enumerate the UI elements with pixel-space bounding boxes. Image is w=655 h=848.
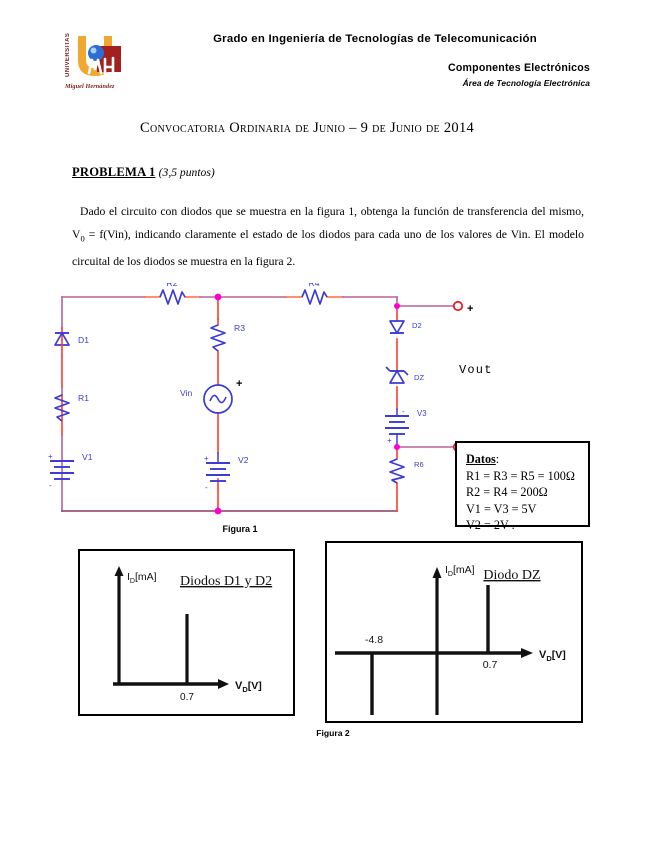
chart-title: Diodos D1 y D2 (180, 574, 272, 589)
resistor-r2: R2 (159, 283, 186, 305)
x-axis-label-sub: D (242, 685, 248, 694)
ac-source-vin-label: Vin (180, 388, 192, 398)
datos-title-row: Datos: (466, 451, 588, 468)
ac-source-polarity-plus: + (236, 378, 242, 390)
output-terminal-plus-label: + (467, 303, 473, 315)
problem-points: (3,5 puntos) (158, 166, 215, 179)
resistor-r6: R6 (389, 458, 424, 484)
node-dot-top-middle (214, 293, 222, 301)
header-degree-title: Grado en Ingeniería de Tecnologías de Te… (213, 33, 537, 45)
diode-d1: D1 (54, 332, 89, 357)
vout-label: Vout (459, 363, 493, 377)
datos-box: Datos: R1 = R3 = R5 = 100Ω R2 = R4 = 200… (455, 441, 590, 532)
datos-line-2: V1 = V3 = 5V (466, 501, 537, 516)
diode-d2-label: D2 (412, 321, 422, 330)
x-axis-arrow (218, 679, 229, 689)
zener-diode-dz: DZ (385, 366, 424, 384)
datos-title: Datos (466, 452, 496, 466)
header-department: Área de Tecnología Electrónica (462, 78, 590, 88)
circuit-schematic-figure1: R2 R4 R3 D1 R1 (40, 283, 620, 533)
resistor-r1: R1 (54, 393, 89, 422)
chart-diodo-dz: ID[mA] VD[V] -4.8 0.7 Diodo DZ (325, 541, 583, 723)
problem-statement-subscript: 0 (80, 233, 85, 244)
x-tick-0.7: 0.7 (180, 692, 194, 703)
resistor-r4-label: R4 (309, 283, 320, 288)
x-axis-label-sub: D (546, 654, 552, 663)
resistor-r3: R3 (210, 323, 245, 352)
diode-d1-label: D1 (78, 335, 89, 345)
header-course-title: Componentes Electrónicos (448, 62, 590, 74)
logo-universitas-text: UNIVERSITAS (65, 32, 71, 78)
zener-diode-dz-label: DZ (414, 373, 424, 382)
chart-title: Diodo DZ (483, 568, 540, 583)
x-tick-breakdown: -4.8 (365, 634, 383, 646)
x-axis-label-symbol: V (539, 649, 547, 661)
node-dot-vout-plus (394, 303, 400, 309)
x-axis-arrow (521, 648, 533, 658)
battery-v3-minus: - (402, 407, 405, 416)
x-axis-label-unit: [V] (552, 649, 566, 661)
y-axis-label-unit: [mA] (135, 571, 157, 583)
battery-v3: - + V3 (385, 407, 427, 445)
battery-v1-label: V1 (82, 452, 93, 462)
node-dot-bottom-middle (214, 507, 222, 515)
battery-v1-minus: - (49, 481, 52, 490)
resistor-r3-label: R3 (234, 323, 245, 333)
figure2-caption: Figura 2 (316, 728, 350, 738)
resistor-r6-label: R6 (414, 460, 424, 469)
university-logo: UNIVERSITAS Miguel Hernández (64, 26, 130, 96)
diode-d2: D2 (389, 320, 422, 334)
exam-session-title: Convocatoria Ordinaria de Junio – 9 de J… (140, 120, 475, 136)
y-axis-arrow (114, 566, 124, 576)
battery-v3-plus: + (387, 436, 392, 445)
battery-v2-label: V2 (238, 455, 249, 465)
circuit-schematic-svg: R2 R4 R3 D1 R1 (48, 283, 493, 515)
battery-v3-label: V3 (417, 409, 427, 418)
ac-source-vin: Vin + (180, 378, 242, 414)
datos-line-0: R1 = R3 = R5 = 100Ω (466, 468, 575, 483)
y-axis-label-symbol: I (445, 564, 448, 576)
problem-heading: PROBLEMA 1 (3,5 puntos) (72, 165, 215, 180)
chart-diodo-dz-svg: ID[mA] VD[V] -4.8 0.7 Diodo DZ (335, 564, 566, 715)
battery-v2-plus: + (204, 454, 209, 463)
x-axis-label-symbol: V (235, 680, 243, 692)
battery-v1: + - V1 (48, 452, 93, 490)
resistor-r1-label: R1 (78, 393, 89, 403)
y-axis-arrow (432, 567, 442, 578)
y-axis-label-unit: [mA] (453, 564, 475, 576)
problem-statement-part1: Dado el circuito con diodos que se muest… (72, 205, 584, 241)
chart-diodos-d1-d2-svg: ID[mA] VD[V] 0.7 Diodos D1 y D2 (113, 566, 272, 703)
logo-subtitle: Miguel Hernández (65, 83, 115, 90)
node-dot-vout-minus (394, 444, 400, 450)
datos-colon: : (495, 452, 500, 466)
chart-diodos-d1-d2: ID[mA] VD[V] 0.7 Diodos D1 y D2 (78, 549, 295, 716)
x-axis-label: VD[V] (539, 649, 566, 663)
battery-v2: + - V2 (204, 454, 249, 492)
battery-v2-minus: - (205, 483, 208, 492)
battery-v1-plus: + (48, 452, 53, 461)
x-axis-label-unit: [V] (248, 680, 262, 692)
y-axis-label-sub: D (130, 578, 135, 585)
output-terminal-positive: + (452, 300, 473, 315)
resistor-r4: R4 (301, 283, 328, 305)
x-tick-0.7: 0.7 (483, 659, 498, 671)
datos-line-1: R2 = R4 = 200Ω (466, 485, 548, 499)
x-axis-label: VD[V] (235, 680, 262, 694)
problem-statement-part2: = f(Vin), indicando claramente el estado… (72, 228, 584, 269)
y-axis-label: ID[mA] (445, 564, 475, 578)
umh-logo-icon (78, 36, 121, 77)
problem-label: PROBLEMA 1 (72, 165, 156, 179)
y-axis-label-sub: D (448, 571, 453, 578)
datos-line-3: V2 = 2V . (466, 518, 515, 532)
problem-statement: Dado el circuito con diodos que se muest… (72, 200, 584, 273)
y-axis-label-symbol: I (127, 571, 130, 583)
figure1-caption: Figura 1 (222, 524, 258, 534)
y-axis-label: ID[mA] (127, 571, 157, 585)
resistor-r2-label: R2 (167, 283, 178, 288)
